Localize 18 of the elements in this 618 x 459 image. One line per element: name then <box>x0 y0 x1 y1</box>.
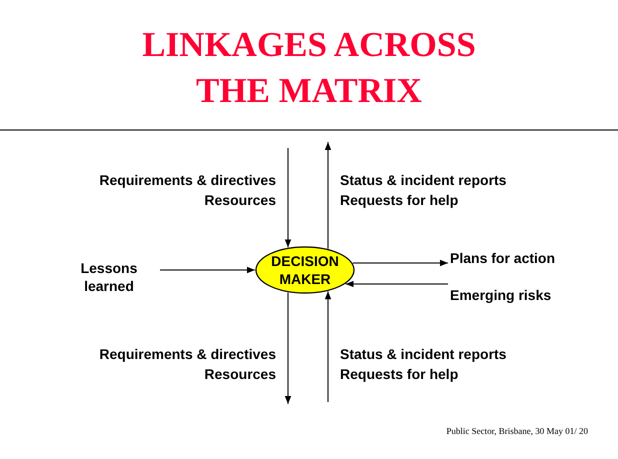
footer-text: Public Sector, Brisbane, 30 May 01/ 20 <box>446 426 588 436</box>
arrow <box>324 290 332 402</box>
arrow <box>345 280 448 288</box>
edge-label: Requirements & directives Resources <box>98 171 276 210</box>
decision-ellipse <box>255 246 355 294</box>
arrow <box>324 142 332 250</box>
arrow <box>284 148 292 248</box>
node-text: Lessons learned <box>80 259 138 295</box>
edge-label: Status & incident reports Requests for help <box>340 345 508 384</box>
arrow <box>160 266 256 274</box>
node-label: DECISION MAKER <box>270 252 340 288</box>
edge-label: Status & incident reports Requests for help <box>340 171 508 210</box>
arrow <box>284 292 292 404</box>
title: LINKAGES ACROSS THE MATRIX <box>141 24 477 112</box>
edge-label: Requirements & directives Resources <box>98 345 276 384</box>
node-text: Emerging risks <box>450 286 552 304</box>
node-text: Plans for action <box>450 249 556 267</box>
arrow <box>352 260 448 266</box>
